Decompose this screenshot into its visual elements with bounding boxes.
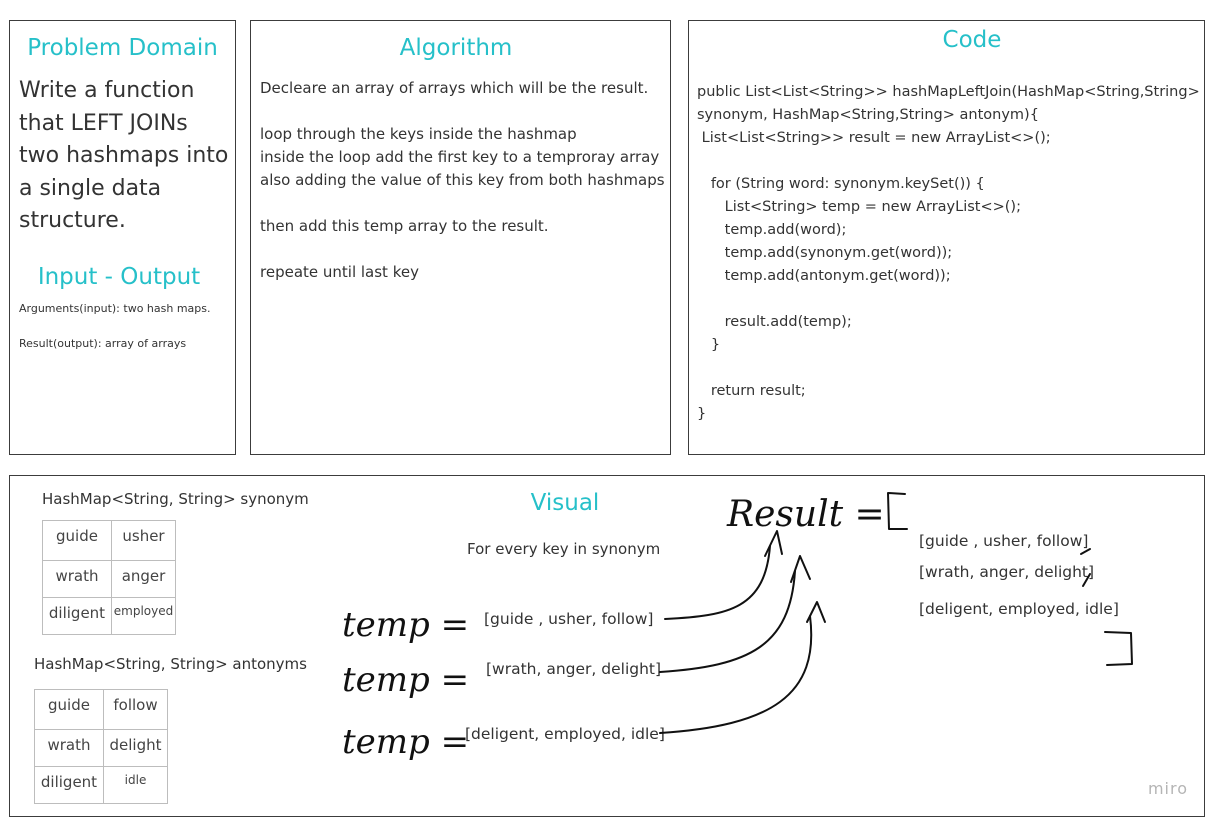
antonym-value: delight <box>103 729 168 767</box>
code-line <box>697 150 1200 173</box>
algorithm-line: repeate until last key <box>260 263 419 281</box>
arrow-line <box>659 570 796 673</box>
antonym-value: follow <box>103 689 168 730</box>
code-line: synonym, HashMap<String,String> antonym)… <box>697 107 1039 123</box>
synonym-value: anger <box>111 560 176 598</box>
synonym-table: guide usher wrath anger diligent employe… <box>42 520 176 635</box>
code-line: temp.add(word); <box>697 222 847 238</box>
temp-array: [guide , usher, follow] <box>484 610 654 628</box>
code-line: } <box>697 406 707 422</box>
code-line: for (String word: synonym.keySet()) { <box>697 176 985 192</box>
problem-domain-title: Problem Domain <box>27 35 218 61</box>
antonym-table: guide follow wrath delight diligent idle <box>34 689 168 804</box>
table-row: diligent idle <box>34 766 168 804</box>
table-row: guide follow <box>34 689 168 730</box>
code-line: List<String> temp = new ArrayList<>(); <box>697 199 1021 215</box>
algorithm-line: also adding the value of this key from b… <box>260 171 665 189</box>
code-line: } <box>697 337 721 353</box>
code-line: temp.add(antonym.get(word)); <box>697 268 951 284</box>
io-title: Input - Output <box>37 264 201 290</box>
handwritten-temp-label: temp = <box>342 605 469 645</box>
antonym-key: wrath <box>34 729 104 767</box>
table-row: diligent employed <box>42 597 176 635</box>
antonym-key: guide <box>34 689 104 730</box>
algorithm-title: Algorithm <box>399 35 513 61</box>
handwritten-comma <box>1082 573 1091 587</box>
code-title: Code <box>942 27 1002 53</box>
code-line: return result; <box>697 383 806 399</box>
io-arguments: Arguments(input): two hash maps. <box>19 302 211 315</box>
problem-domain-panel: Problem Domain Write a function that LEF… <box>9 20 236 455</box>
algorithm-line <box>260 192 665 215</box>
visual-subtitle: For every key in synonym <box>467 540 661 558</box>
algorithm-line: inside the loop add the first key to a t… <box>260 148 660 166</box>
code-line <box>697 288 1200 311</box>
temp-array: [deligent, employed, idle] <box>465 725 665 743</box>
code-line: public List<List<String>> hashMapLeftJoi… <box>697 84 1200 100</box>
code-line: temp.add(synonym.get(word)); <box>697 245 953 261</box>
handwritten-temp-label: temp = <box>342 722 469 762</box>
result-open-bracket <box>887 492 908 530</box>
antonym-key: diligent <box>34 766 104 804</box>
arrow-line <box>659 615 813 734</box>
result-close-bracket <box>1104 631 1133 666</box>
handwritten-temp-label: temp = <box>342 660 469 700</box>
io-result: Result(output): array of arrays <box>19 337 187 350</box>
visual-title: Visual <box>530 490 600 516</box>
code-line: result.add(temp); <box>697 314 852 330</box>
algorithm-line: Decleare an array of arrays which will b… <box>260 79 649 97</box>
synonym-value: usher <box>111 520 176 561</box>
code-panel: Code public List<List<String>> hashMapLe… <box>688 20 1205 455</box>
algorithm-line <box>260 100 665 123</box>
antonym-hashmap-label: HashMap<String, String> antonyms <box>34 655 307 673</box>
temp-array: [wrath, anger, delight] <box>486 660 662 678</box>
code-line: List<List<String>> result = new ArrayLis… <box>697 130 1051 146</box>
algorithm-line <box>260 238 665 261</box>
problem-line: a single data <box>19 175 162 201</box>
synonym-hashmap-label: HashMap<String, String> synonym <box>42 490 309 508</box>
table-row: guide usher <box>42 520 176 561</box>
handwritten-comma <box>1080 548 1091 555</box>
miro-watermark: miro <box>1147 779 1188 798</box>
result-item: [wrath, anger, delight] <box>919 563 1095 581</box>
handwritten-result-label: Result = <box>726 494 885 535</box>
table-row: wrath delight <box>34 729 168 767</box>
arrow-head <box>806 601 826 623</box>
handwriting-layer: temp = temp = temp = Result = <box>342 492 1133 762</box>
visual-panel: HashMap<String, String> synonym guide us… <box>9 475 1205 817</box>
arrow-head <box>764 530 783 557</box>
code-block: public List<List<String>> hashMapLeftJoi… <box>697 81 1200 426</box>
synonym-key: guide <box>42 520 112 561</box>
code-line <box>697 357 1200 380</box>
arrow-head <box>790 555 811 583</box>
problem-statement: Write a function that LEFT JOINs two has… <box>19 75 228 238</box>
synonym-key: wrath <box>42 560 112 598</box>
table-row: wrath anger <box>42 560 176 598</box>
problem-line: Write a function <box>19 78 195 103</box>
algorithm-line: then add this temp array to the result. <box>260 217 549 235</box>
antonym-value: idle <box>103 766 168 804</box>
result-item: [deligent, employed, idle] <box>919 600 1119 618</box>
algorithm-panel: Algorithm Decleare an array of arrays wh… <box>250 20 671 455</box>
algorithm-steps: Decleare an array of arrays which will b… <box>260 77 665 284</box>
result-item: [guide , usher, follow] <box>919 532 1089 550</box>
arrow-line <box>664 545 771 620</box>
algorithm-line: loop through the keys inside the hashmap <box>260 125 577 143</box>
problem-line: structure. <box>19 208 126 233</box>
problem-line: two hashmaps into <box>19 143 229 168</box>
synonym-value: employed <box>111 597 176 635</box>
problem-line: that LEFT JOINs <box>19 110 188 136</box>
